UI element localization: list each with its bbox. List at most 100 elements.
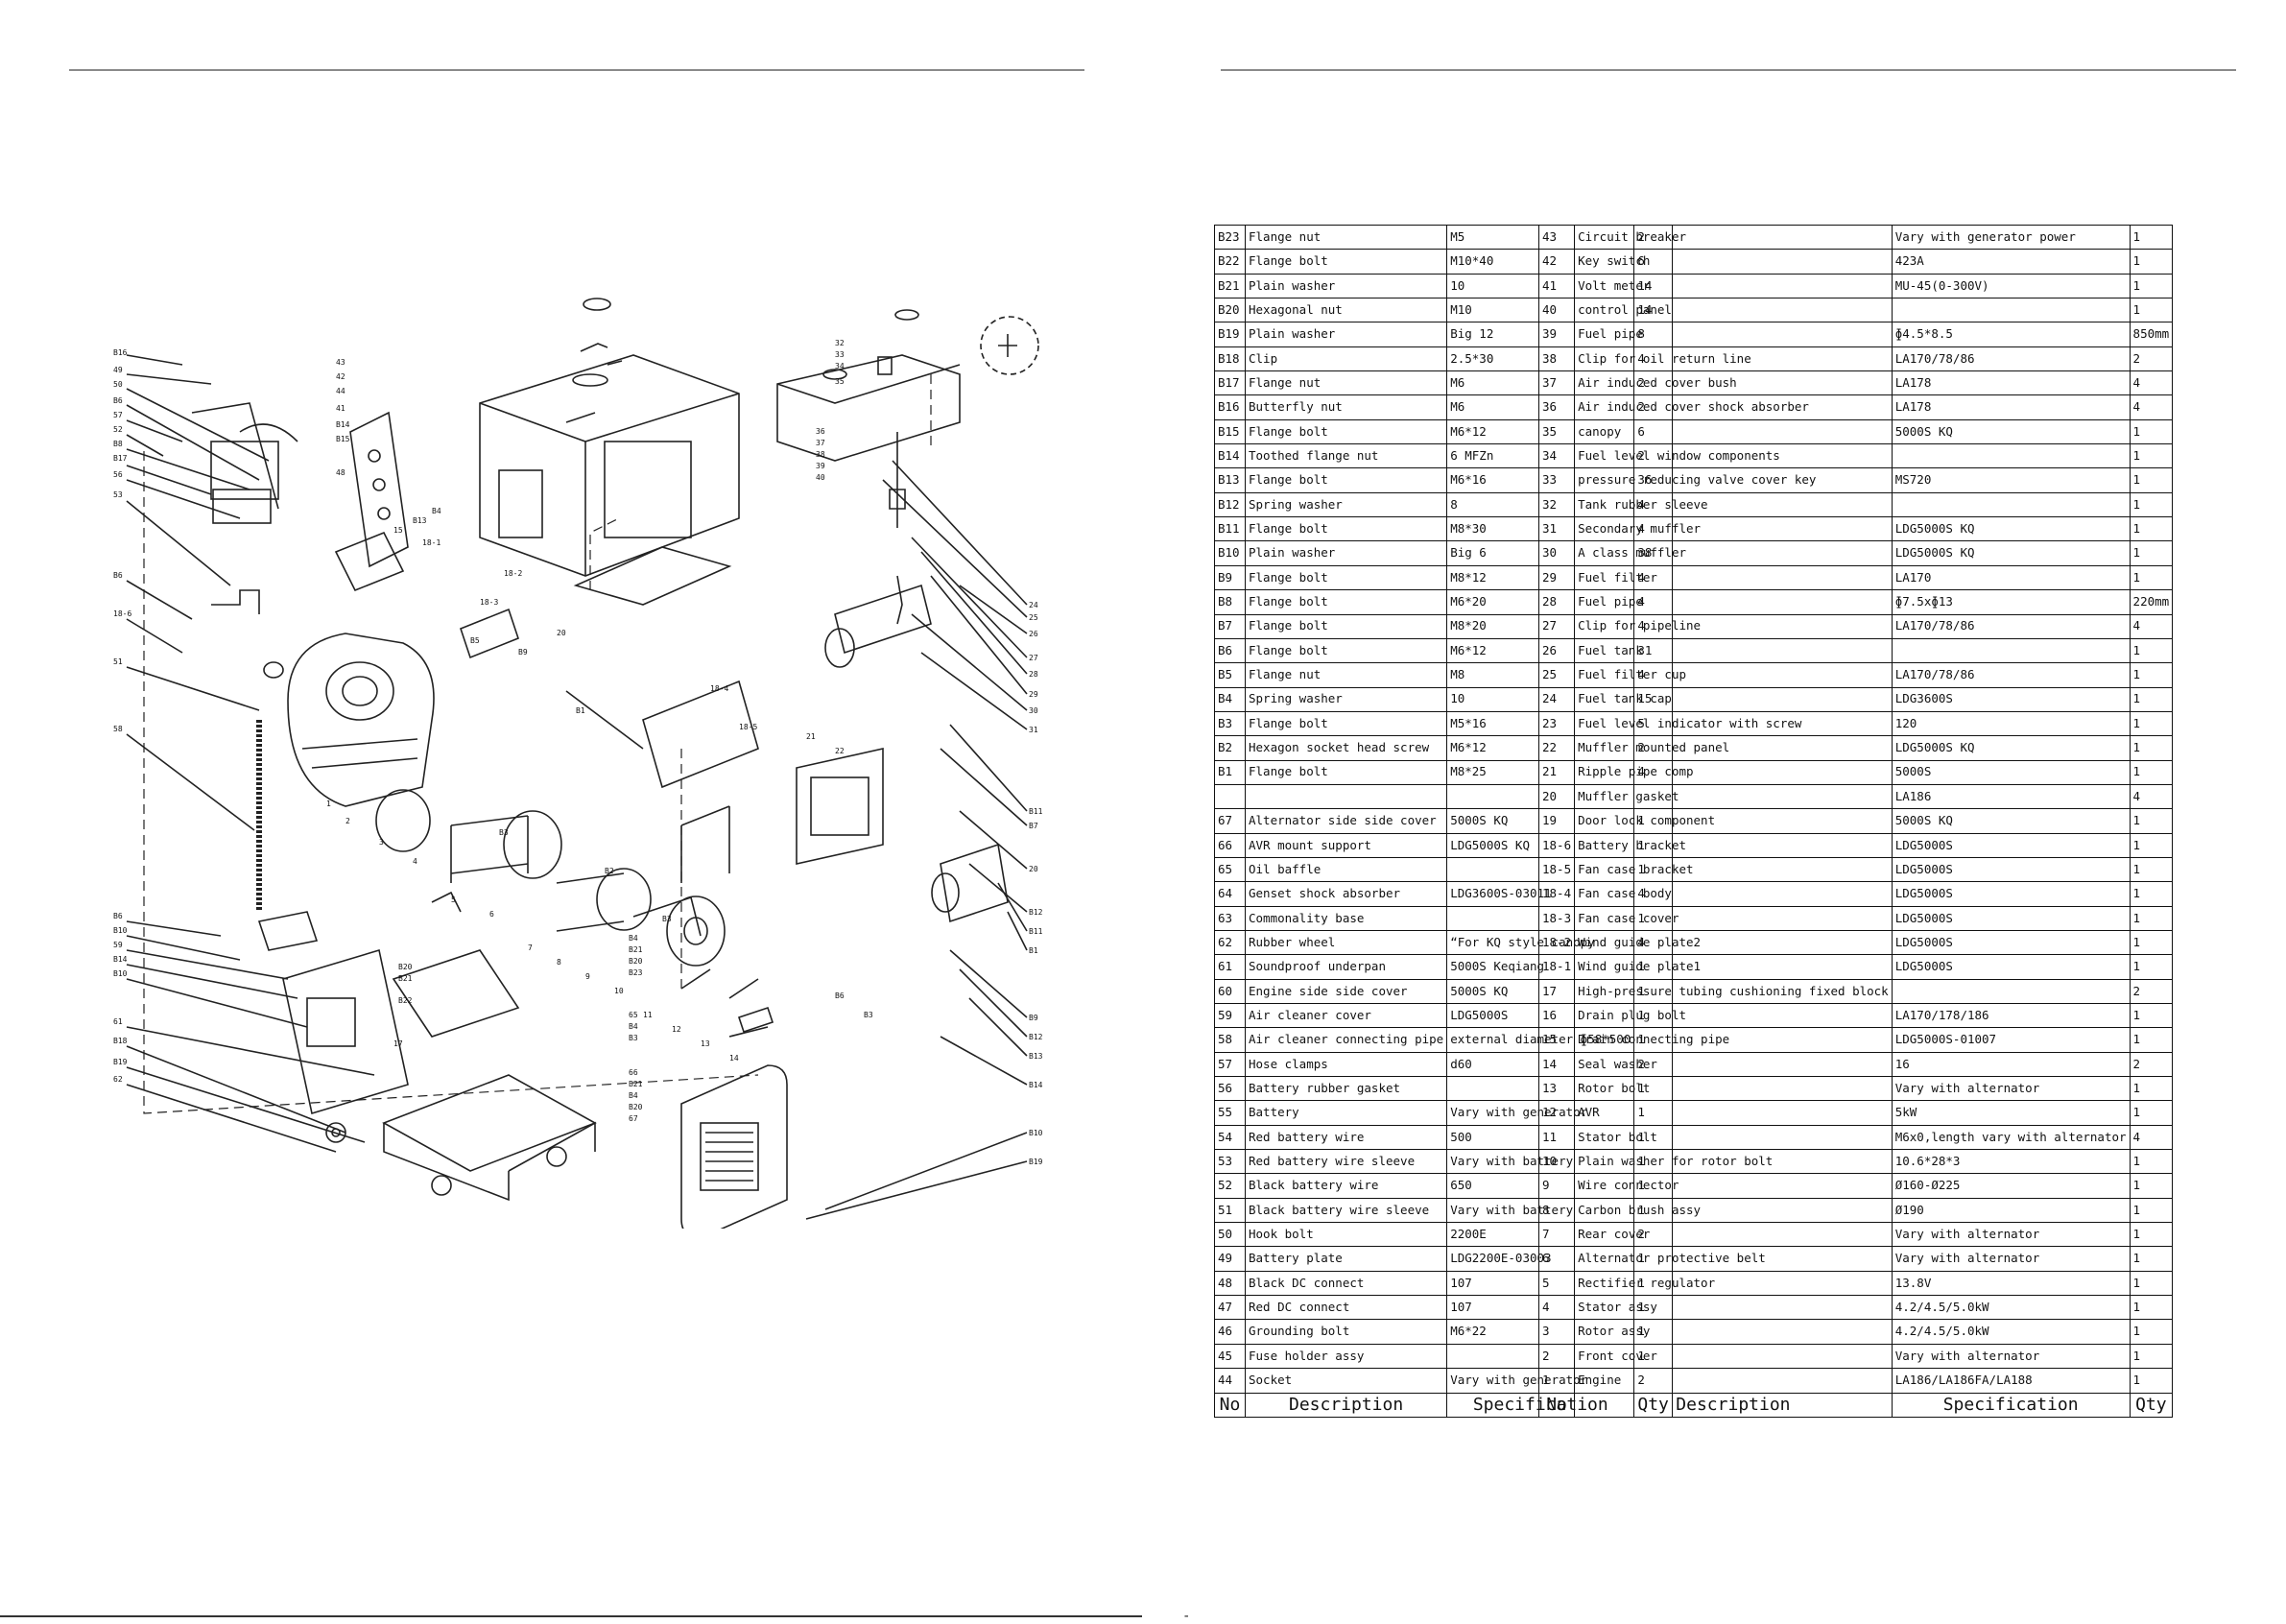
svg-text:B6: B6: [113, 571, 123, 580]
part-description-cell: Hose clamps: [1244, 1051, 1448, 1078]
part-description-cell: Flange bolt: [1244, 613, 1448, 639]
svg-text:B16: B16: [113, 348, 128, 357]
svg-text:B6: B6: [835, 991, 845, 1000]
part-no-cell: B19: [1214, 322, 1246, 347]
part-no-cell: 36: [1537, 394, 1576, 420]
svg-text:1: 1: [326, 800, 331, 808]
part-specification-cell: MU-45(0-300V): [1891, 273, 2131, 299]
part-description-cell: Hexagon socket head screw: [1244, 735, 1448, 761]
part-qty-cell: 1: [2129, 1173, 2174, 1199]
part-specification-cell: [1891, 298, 2131, 323]
part-no-cell: 55: [1214, 1100, 1246, 1126]
svg-text:36: 36: [816, 427, 825, 436]
part-no-cell: 15: [1537, 1027, 1576, 1053]
part-description-cell: Spring washer: [1244, 686, 1448, 712]
part-qty-cell: 1: [2129, 298, 2174, 323]
part-description-cell: Oil baffle: [1244, 856, 1448, 883]
svg-text:B20: B20: [398, 963, 413, 971]
part-qty-cell: 1: [2129, 1027, 2174, 1053]
part-description-cell: Flange bolt: [1244, 710, 1448, 737]
part-description-cell: Black battery wire: [1244, 1173, 1448, 1199]
part-qty-cell: 1: [2129, 1222, 2174, 1248]
svg-text:58: 58: [113, 725, 123, 733]
part-description-cell: Fuel pipe: [1574, 589, 1893, 615]
part-description-cell: Flange bolt: [1244, 516, 1448, 542]
svg-text:B18: B18: [113, 1037, 128, 1045]
svg-text:B11: B11: [1029, 807, 1043, 816]
svg-text:B1: B1: [576, 706, 585, 715]
svg-text:31: 31: [1029, 726, 1038, 734]
part-description-cell: pressure reducing valve cover key: [1574, 467, 1893, 493]
part-description-cell: Fuel tank cap: [1574, 686, 1893, 712]
part-description-cell: Flange bolt: [1244, 249, 1448, 275]
svg-text:17: 17: [393, 1039, 403, 1048]
part-no-cell: 41: [1537, 273, 1576, 299]
header-rule-left: [69, 69, 1084, 71]
part-specification-cell: [1891, 443, 2131, 469]
column-header-qty: Qty: [2129, 1392, 2174, 1418]
part-no-cell: B4: [1214, 686, 1246, 712]
svg-text:24: 24: [1029, 601, 1038, 609]
part-description-cell: AVR mount support: [1244, 832, 1448, 858]
part-no-cell: 37: [1537, 370, 1576, 396]
part-description-cell: Soundproof underpan: [1244, 954, 1448, 980]
part-no-cell: 3: [1537, 1319, 1576, 1345]
svg-text:B4: B4: [629, 1022, 638, 1031]
part-description-cell: Genset shock absorber: [1244, 881, 1448, 907]
svg-text:B13: B13: [413, 516, 427, 525]
part-description-cell: Secondary muffler: [1574, 516, 1893, 542]
svg-text:41: 41: [336, 404, 345, 413]
part-qty-cell: 1: [2129, 759, 2174, 785]
part-no-cell: 1: [1537, 1368, 1576, 1394]
part-qty-cell: 1: [2129, 929, 2174, 956]
part-description-cell: Fuel filter: [1574, 564, 1893, 591]
part-specification-cell: Vary with alternator: [1891, 1076, 2131, 1102]
part-description-cell: Flange bolt: [1244, 467, 1448, 493]
part-description-cell: Muffler mounted panel: [1574, 735, 1893, 761]
part-no-cell: 61: [1214, 954, 1246, 980]
svg-text:6: 6: [489, 910, 494, 919]
part-no-cell: 2: [1537, 1343, 1576, 1370]
svg-text:66: 66: [629, 1068, 638, 1077]
part-no-cell: B5: [1214, 662, 1246, 688]
part-no-cell: 48: [1214, 1270, 1246, 1297]
svg-text:B12: B12: [1029, 1033, 1043, 1041]
part-specification-cell: ɸ7.5xɸ13: [1891, 589, 2131, 615]
part-description-cell: Flange bolt: [1244, 589, 1448, 615]
part-qty-cell: 1: [2129, 443, 2174, 469]
svg-text:B20: B20: [629, 957, 643, 966]
part-no-cell: 26: [1537, 637, 1576, 664]
part-specification-cell: LDG5000S: [1891, 881, 2131, 907]
svg-text:B22: B22: [398, 996, 413, 1005]
svg-text:37: 37: [816, 439, 825, 447]
part-description-cell: High-pressure tubing cushioning fixed bl…: [1574, 978, 1893, 1005]
part-description-cell: Engine: [1574, 1368, 1893, 1394]
svg-text:7: 7: [528, 943, 533, 952]
part-no-cell: 23: [1537, 710, 1576, 737]
part-description-cell: Rubber wheel: [1244, 929, 1448, 956]
part-qty-cell: 1: [2129, 1270, 2174, 1297]
part-qty-cell: 2: [2129, 1051, 2174, 1078]
part-no-cell: 18-6: [1537, 832, 1576, 858]
part-description-cell: Rear cover: [1574, 1222, 1893, 1248]
part-qty-cell: 4: [2129, 1124, 2174, 1151]
part-description-cell: Fuel filter cup: [1574, 662, 1893, 688]
part-description-cell: A class muffler: [1574, 540, 1893, 566]
part-specification-cell: 120: [1891, 710, 2131, 737]
part-qty-cell: 1: [2129, 662, 2174, 688]
svg-text:38: 38: [816, 450, 825, 459]
svg-text:B23: B23: [629, 968, 643, 977]
svg-text:30: 30: [1029, 706, 1038, 715]
part-description-cell: Spring washer: [1244, 491, 1448, 518]
